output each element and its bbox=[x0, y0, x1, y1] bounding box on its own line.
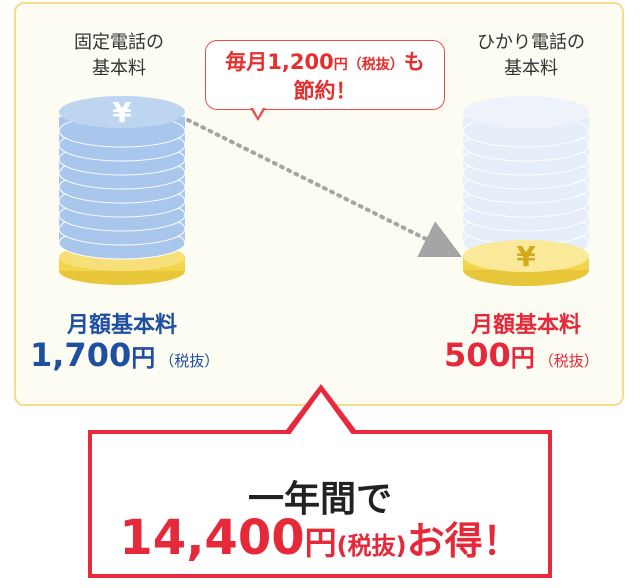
bubble-unit: 円（税抜） bbox=[333, 57, 404, 73]
landline-title: 固定電話の 基本料 bbox=[74, 32, 164, 79]
hikari-coin-stack: ¥ bbox=[462, 96, 590, 286]
bubble-tail-inner bbox=[252, 106, 264, 117]
monthly-savings-bubble: 毎月1,200円（税抜）も 節約！ bbox=[205, 40, 445, 110]
landline-yen: 円 bbox=[131, 344, 156, 372]
hikari-yen: 円 bbox=[510, 344, 535, 372]
coin-illustration: ¥ ¥ bbox=[58, 96, 590, 286]
savings-number: 14,400 bbox=[119, 510, 305, 566]
landline-coin-stack: ¥ bbox=[58, 96, 186, 285]
landline-fee-amount: 1,700円（税抜） bbox=[30, 336, 219, 374]
hikari-title: ひかり電話の 基本料 bbox=[477, 32, 585, 79]
savings-suffix: お得！ bbox=[406, 519, 521, 563]
bubble-suffix: も bbox=[403, 50, 425, 74]
dotted-arrow-icon bbox=[186, 118, 462, 257]
landline-tax: （税抜） bbox=[159, 352, 220, 370]
hikari-amount: 500 bbox=[444, 336, 511, 374]
landline-amount: 1,700 bbox=[30, 336, 132, 374]
annual-savings-callout bbox=[88, 430, 552, 578]
yen-icon: ¥ bbox=[112, 96, 132, 129]
hikari-fee-amount: 500円（税抜） bbox=[444, 336, 599, 374]
hikari-fee-label: 月額基本料 bbox=[470, 313, 581, 338]
annual-savings-heading: 一年間で bbox=[247, 479, 392, 520]
savings-tax: (税抜) bbox=[336, 532, 407, 560]
bubble-line2: 節約！ bbox=[293, 79, 357, 103]
savings-yen: 円 bbox=[304, 524, 337, 562]
yen-icon: ¥ bbox=[516, 240, 536, 273]
annual-savings-amount: 14,400円(税抜)お得！ bbox=[0, 510, 640, 566]
callout-tail-inner bbox=[289, 392, 353, 436]
bubble-amount: 毎月1,200 bbox=[225, 50, 334, 74]
landline-fee-label: 月額基本料 bbox=[66, 313, 177, 338]
hikari-tax: （税抜） bbox=[538, 352, 599, 370]
